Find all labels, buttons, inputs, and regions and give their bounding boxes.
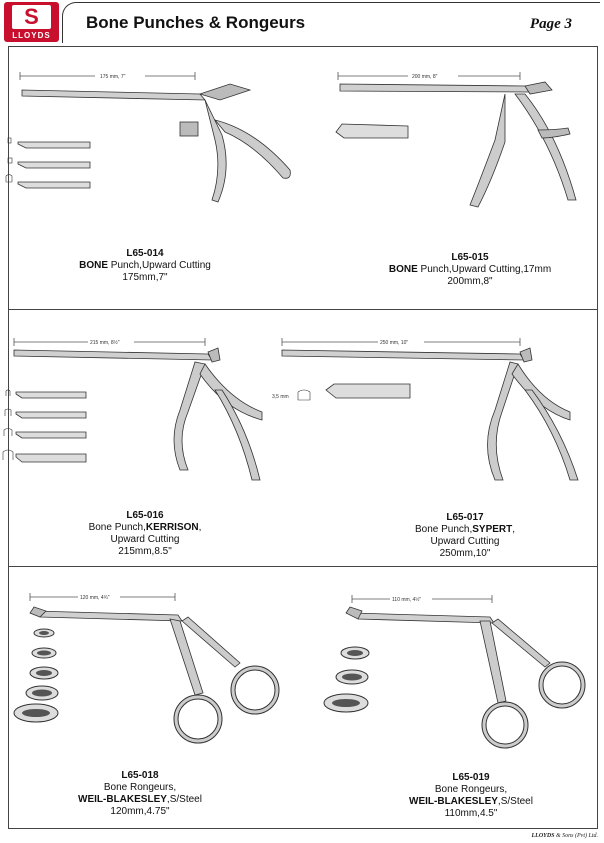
product-name-bold: WEIL-BLAKESLEY <box>409 796 498 807</box>
instrument-l65-017-image: 250 mm, 10" 3,5 mm <box>272 338 579 481</box>
panel-row-3 <box>8 566 598 829</box>
tip-size-label: 3,5 mm <box>272 394 289 400</box>
instrument-l65-014-image: 175 mm, 7" <box>5 72 291 203</box>
product-material: ,S/Steel <box>497 796 533 807</box>
product-code: L65-016 <box>126 510 164 521</box>
product-size: 110mm,4.5" <box>444 808 498 819</box>
product-name-bold: WEIL-BLAKESLEY <box>78 794 167 805</box>
product-size: 215mm,8.5" <box>118 546 172 557</box>
product-desc: Bone Rongeurs, <box>103 782 177 793</box>
footer-brand: LLOYDS <box>531 833 555 839</box>
footer-company: LLOYDS & Sons (Pvt) Ltd. <box>532 832 599 840</box>
product-code: L65-019 <box>452 772 490 783</box>
instrument-l65-016-image: 215 mm, 8½" <box>2 338 263 481</box>
product-name-bold: KERRISON <box>145 522 199 533</box>
dimension-label: 215 mm, 8½" <box>90 339 120 346</box>
product-feature: Upward Cutting <box>110 534 180 545</box>
product-l65-017: L65-017 Bone Punch,SYPERT, Upward Cuttin… <box>380 512 550 560</box>
dimension-label: 200 mm, 8" <box>412 74 438 80</box>
product-desc: Bone Rongeurs, <box>434 784 508 795</box>
footer-rest: & Sons (Pvt) Ltd. <box>554 833 598 839</box>
product-l65-014: L65-014 BONE Punch,Upward Cutting 175mm,… <box>60 248 230 284</box>
product-l65-018: L65-018 Bone Rongeurs, WEIL-BLAKESLEY,S/… <box>55 770 225 818</box>
instrument-l65-018-image: 120 mm, 4¾" <box>13 593 280 744</box>
product-name-bold: BONE <box>388 264 418 275</box>
dimension-label: 110 mm, 4½" <box>392 596 421 603</box>
dimension-label: 175 mm, 7" <box>100 74 126 80</box>
product-name-bold: BONE <box>79 260 109 271</box>
product-desc: Punch,Upward Cutting <box>108 260 211 271</box>
product-desc: Punch,Upward Cutting,17mm <box>417 264 552 275</box>
product-desc-comma: , <box>512 524 516 535</box>
logo-word: LLOYDS <box>12 31 51 40</box>
instrument-l65-019-image: 110 mm, 4½" <box>323 595 586 749</box>
product-size: 120mm,4.75" <box>110 806 170 817</box>
product-code: L65-018 <box>121 770 159 781</box>
product-l65-019: L65-019 Bone Rongeurs, WEIL-BLAKESLEY,S/… <box>386 772 556 820</box>
product-code: L65-017 <box>446 512 484 523</box>
product-feature: Upward Cutting <box>430 536 500 547</box>
logo-letter: S <box>12 5 51 29</box>
company-logo: S LLOYDS <box>4 2 59 42</box>
product-desc: Bone Punch, <box>414 524 473 535</box>
instrument-l65-015-image: 200 mm, 8" <box>335 72 577 208</box>
page-number: Page 3 <box>529 16 572 32</box>
product-size: 250mm,10" <box>439 548 491 559</box>
product-material: ,S/Steel <box>166 794 202 805</box>
product-size: 175mm,7" <box>122 272 168 283</box>
panel-row-2 <box>8 308 598 567</box>
page-title: Bone Punches & Rongeurs <box>86 13 306 32</box>
product-l65-015: L65-015 BONE Punch,Upward Cutting,17mm 2… <box>360 252 580 288</box>
dimension-label: 120 mm, 4¾" <box>80 595 110 601</box>
product-size: 200mm,8" <box>447 276 493 287</box>
product-code: L65-014 <box>126 248 164 259</box>
product-code: L65-015 <box>451 252 489 263</box>
dimension-label: 250 mm, 10" <box>380 340 408 346</box>
product-desc: Bone Punch, <box>88 522 146 533</box>
header-rule <box>62 2 600 43</box>
product-desc-comma: , <box>198 522 202 533</box>
product-name-bold: SYPERT <box>472 524 513 535</box>
product-l65-016: L65-016 Bone Punch,KERRISON, Upward Cutt… <box>60 510 230 558</box>
panel-row-1 <box>8 46 598 310</box>
